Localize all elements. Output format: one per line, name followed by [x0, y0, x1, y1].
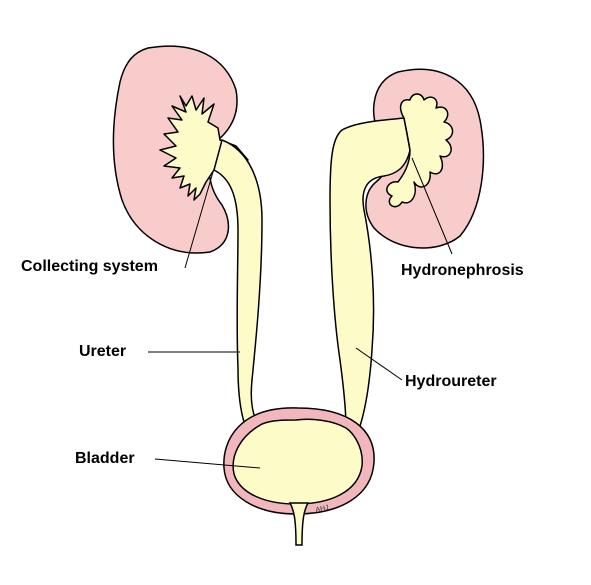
left-ureter — [213, 138, 263, 429]
hydronephrosis-label: Hydronephrosis — [401, 262, 524, 279]
right-dilated-calyces — [386, 93, 454, 208]
bladder-leader — [154, 458, 261, 469]
collecting-system-leader — [184, 171, 214, 269]
ureter-label: Ureter — [79, 343, 127, 360]
bladder-label: Bladder — [75, 450, 135, 467]
urethra — [288, 502, 310, 546]
artist-signature: AHJ — [315, 504, 329, 514]
hydroureter-leader — [355, 347, 403, 381]
left-collecting-system — [159, 95, 249, 201]
right-hydroureter — [329, 117, 411, 433]
bladder-lumen — [232, 418, 363, 505]
hydroureter-label: Hydroureter — [405, 373, 497, 390]
hydronephrosis-leader — [411, 157, 453, 255]
collecting-system-label: Collecting system — [21, 258, 158, 275]
